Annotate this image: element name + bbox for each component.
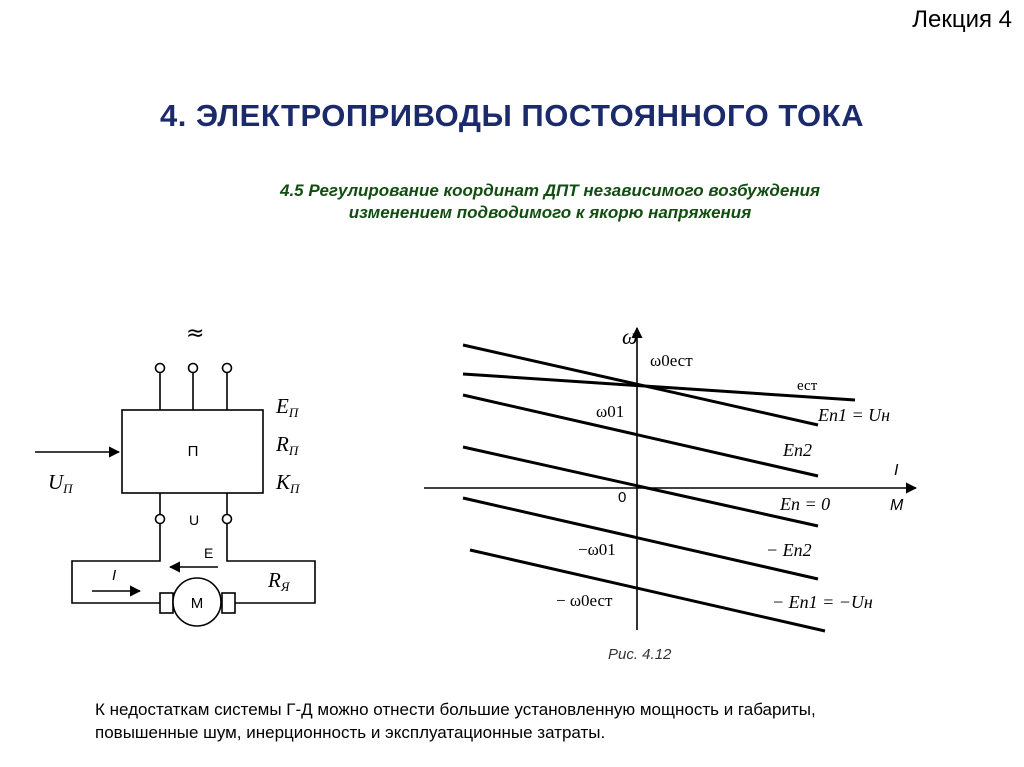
characteristic-ep1 [462, 343, 819, 427]
subtitle-line-2: изменением подводимого к якорю напряжени… [348, 203, 752, 222]
emf-arrow-label: E [204, 545, 213, 561]
footnote-line-2: повышенные шум, инерционность и эксплуат… [95, 723, 606, 742]
origin-label: 0 [618, 489, 626, 506]
label-minus-w0-est: − ω0ест [556, 591, 613, 610]
characteristic-minus-ep1 [469, 548, 826, 633]
label-ep1-un: Eп1 = Uн [817, 405, 890, 425]
output-terminal-left [154, 513, 166, 525]
current-arrow-label: I [112, 567, 116, 584]
input-terminal-3 [221, 362, 233, 374]
page-title: 4. ЭЛЕКТРОПРИВОДЫ ПОСТОЯННОГО ТОКА [160, 98, 864, 133]
converter-block-label: П [188, 443, 199, 460]
motor-label: М [191, 595, 204, 612]
characteristic-minus-ep2 [462, 496, 819, 581]
footnote-line-1: К недостаткам системы Г-Д можно отнести … [95, 700, 816, 719]
motor-brush-right [221, 592, 236, 614]
output-voltage-label: U [189, 512, 199, 528]
current-axis-label: I [894, 462, 899, 479]
label-natural: ест [797, 378, 818, 394]
armature-wire-left [71, 524, 161, 604]
ac-symbol: ≈ [186, 321, 204, 346]
param-k: КП [275, 470, 301, 496]
footnote-text: К недостаткам системы Г-Д можно отнести … [95, 698, 975, 744]
output-terminal-right [221, 513, 233, 525]
schematic-parameters: EП RП КП UП RЯ [48, 394, 301, 594]
input-terminal-2 [187, 362, 199, 374]
torque-axis-label: M [890, 497, 904, 514]
section-subtitle: 4.5 Регулирование координат ДПТ независи… [150, 180, 950, 224]
converter-schematic: ≈ П U E I М [35, 321, 316, 627]
label-ep0: Eп = 0 [779, 494, 830, 514]
subtitle-line-1: 4.5 Регулирование координат ДПТ независи… [280, 181, 820, 200]
param-r: RП [275, 432, 300, 458]
label-w0-est: ω0ест [650, 351, 693, 370]
natural-characteristic [462, 372, 856, 402]
label-minus-ep1-un: − Eп1 = −Uн [772, 592, 873, 612]
characteristic-ep2 [462, 393, 819, 478]
armature-wire-right [226, 524, 316, 604]
converter-block [121, 409, 264, 494]
label-minus-w01: −ω01 [578, 540, 616, 559]
motor-symbol [172, 577, 222, 627]
label-w01: ω01 [596, 402, 624, 421]
speed-torque-graph: ω I M 0 ω0ест ω01 −ω01 − ω0ест ест Eп1 =… [424, 324, 918, 633]
lecture-number: Лекция 4 [912, 6, 1012, 33]
figure-caption: Рис. 4.12 [608, 646, 672, 663]
label-ep2: Eп2 [782, 440, 812, 460]
param-e: EП [275, 394, 300, 420]
omega-axis-label: ω [622, 324, 638, 349]
motor-brush-left [159, 592, 174, 614]
armature-resistance-label: RЯ [267, 568, 291, 594]
control-input-label: UП [48, 470, 74, 496]
label-minus-ep2: − Eп2 [766, 540, 812, 560]
characteristic-ep0 [462, 445, 819, 528]
input-terminal-1 [154, 362, 166, 374]
